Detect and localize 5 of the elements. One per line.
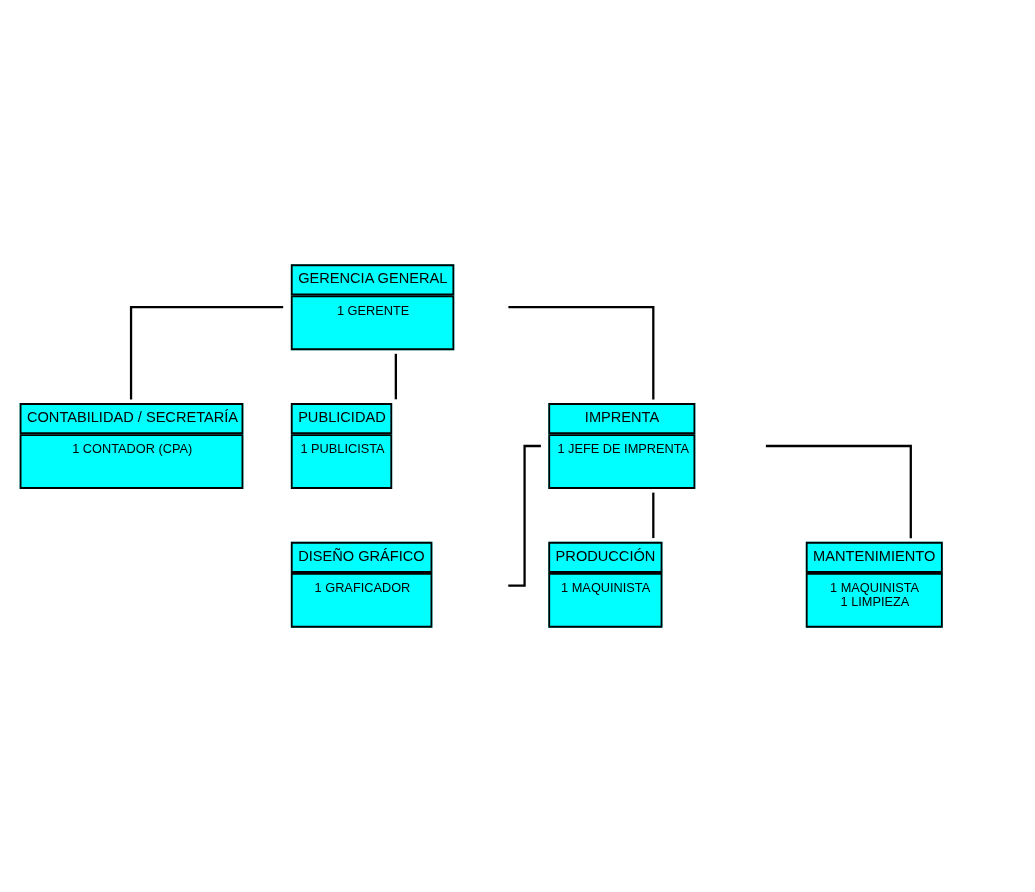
- connector: [652, 492, 655, 539]
- connector: [508, 306, 655, 400]
- connector: [394, 353, 397, 400]
- connector: [129, 306, 284, 400]
- connector: [765, 444, 912, 539]
